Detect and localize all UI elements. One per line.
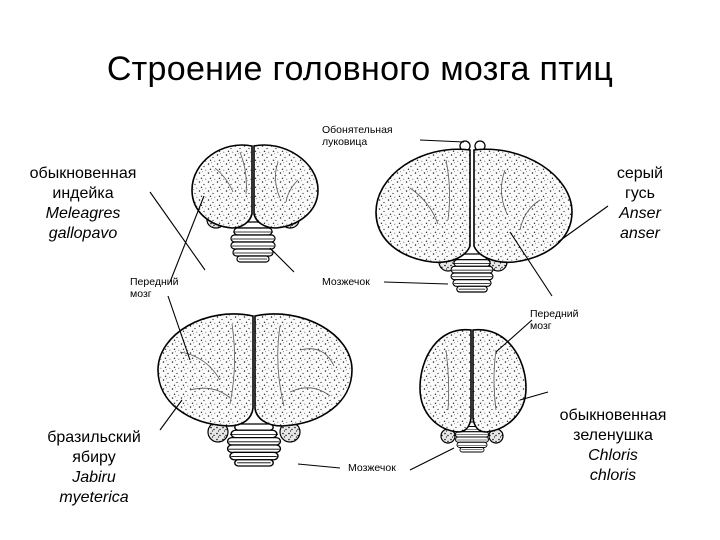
species-greenfinch: обыкновенная зеленушка Chloris chloris xyxy=(538,406,688,486)
species-goose-common-1: серый xyxy=(616,165,664,182)
label-forebrain-1-line-2: мозг xyxy=(130,288,152,300)
label-forebrain-2-line-2: мозг xyxy=(530,320,552,332)
species-turkey: обыкновенная индейка Meleagres gallopavo xyxy=(8,164,158,244)
species-turkey-latin-1: Meleagres xyxy=(45,205,121,222)
label-olfactory-bulb: Обонятельная луковица xyxy=(322,124,393,148)
jabiru-brain xyxy=(157,313,353,467)
species-greenfinch-common-1: обыкновенная xyxy=(559,407,667,424)
leader-lines xyxy=(149,139,609,471)
label-olfactory-bulb-line-2: луковица xyxy=(322,136,368,148)
label-cerebellum-2: Мозжечок xyxy=(348,462,396,474)
label-forebrain-1: Передний мозг xyxy=(130,276,179,300)
species-greenfinch-latin-1: Chloris xyxy=(588,447,638,464)
species-goose-common-2: гусь xyxy=(625,185,655,202)
label-forebrain-2-line-1: Передний xyxy=(530,308,579,320)
greenfinch-brain xyxy=(419,328,527,453)
label-forebrain-2: Передний мозг xyxy=(530,308,579,332)
species-goose-latin-1: Anser xyxy=(619,205,661,222)
species-jabiru: бразильский ябиру Jabiru myeterica xyxy=(24,428,164,508)
species-turkey-common-1: обыкновенная xyxy=(29,165,137,182)
species-jabiru-latin-2: myeterica xyxy=(59,489,129,506)
turkey-brain xyxy=(191,144,319,263)
label-olfactory-bulb-line-1: Обонятельная xyxy=(322,124,393,136)
species-jabiru-common-2: ябиру xyxy=(72,449,116,466)
label-forebrain-1-line-1: Передний xyxy=(130,276,179,288)
page-title: Строение головного мозга птиц xyxy=(106,50,614,88)
species-jabiru-common-1: бразильский xyxy=(47,429,141,446)
goose-brain xyxy=(375,140,573,293)
species-goose-latin-2: anser xyxy=(619,225,661,242)
species-turkey-latin-2: gallopavo xyxy=(48,225,118,242)
species-greenfinch-common-2: зеленушка xyxy=(573,427,653,444)
species-jabiru-latin-1: Jabiru xyxy=(72,469,116,486)
species-turkey-common-2: индейка xyxy=(52,185,114,202)
label-cerebellum-1: Мозжечок xyxy=(322,276,370,288)
species-greenfinch-latin-2: chloris xyxy=(589,467,637,484)
species-goose: серый гусь Anser anser xyxy=(600,164,680,244)
